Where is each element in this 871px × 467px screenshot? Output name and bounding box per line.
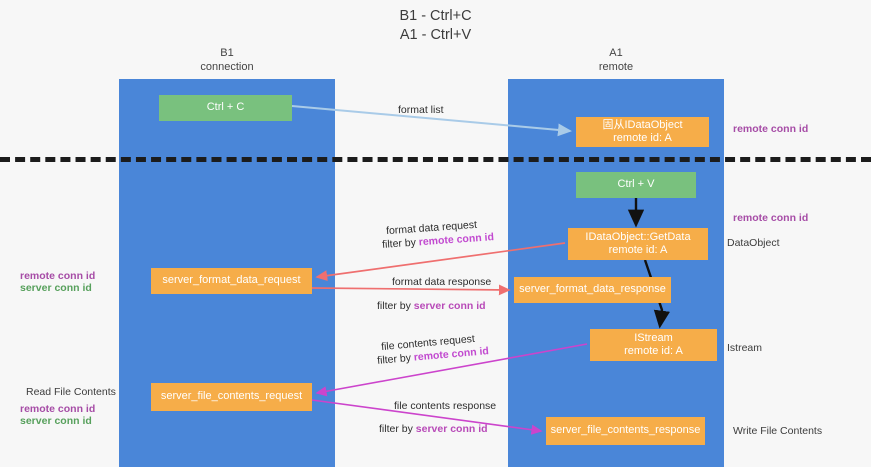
node-server-file-contents-request[interactable]: server_file_contents_request <box>151 383 312 411</box>
section-divider <box>0 157 871 162</box>
node-ctrl-c[interactable]: Ctrl + C <box>159 95 292 121</box>
edge-label-file-contents-response: file contents response <box>394 400 497 412</box>
label-istream: Istream <box>727 342 763 354</box>
filter-prefix-4: filter by <box>379 423 416 435</box>
filter-key-remote-conn-id-1: remote conn id <box>418 231 495 249</box>
filter-key-server-conn-id-2: server conn id <box>415 423 488 435</box>
node-idataobject-getdata[interactable]: IDataObject::GetData remote id: A <box>568 228 708 260</box>
lane-header-a1: A1 remote <box>598 47 634 73</box>
node-ctrl-v[interactable]: Ctrl + V <box>576 172 696 198</box>
edge-label-format-data-response-filter: filter by server conn id <box>377 299 486 313</box>
label-write-file-contents: Write File Contents <box>733 425 823 437</box>
label-dataobject: DataObject <box>727 237 780 249</box>
diagram-title: B1 - Ctrl+C A1 - Ctrl+V <box>399 8 472 43</box>
label-left-remote-conn-id-1: remote conn id <box>20 270 96 282</box>
node-istream[interactable]: IStream remote id: A <box>590 329 717 361</box>
node-server-format-data-request[interactable]: server_format_data_request <box>151 268 312 294</box>
filter-prefix-1: filter by <box>381 236 420 251</box>
edge-label-format-list: format list <box>398 104 444 116</box>
label-left-server-conn-id-1: server conn id <box>20 282 92 294</box>
label-remote-conn-id-mid: remote conn id <box>733 212 809 224</box>
filter-key-server-conn-id-1: server conn id <box>413 300 486 312</box>
label-read-file-contents: Read File Contents <box>26 386 116 398</box>
edge-label-file-contents-response-filter: filter by server conn id <box>379 422 488 436</box>
label-left-remote-conn-id-2: remote conn id <box>20 403 96 415</box>
node-server-format-data-response[interactable]: server_format_data_response <box>514 277 671 303</box>
node-server-file-contents-response[interactable]: server_file_contents_response <box>546 417 705 445</box>
edge-label-format-data-response: format data response <box>392 276 492 288</box>
label-left-server-conn-id-2: server conn id <box>20 415 92 427</box>
lane-header-b1: B1 connection <box>200 47 254 73</box>
label-remote-conn-id-top: remote conn id <box>733 123 809 135</box>
filter-prefix-2: filter by <box>377 300 414 312</box>
node-fidataobject[interactable]: 固从IDataObject remote id: A <box>576 117 709 147</box>
filter-prefix-3: filter by <box>376 351 415 367</box>
